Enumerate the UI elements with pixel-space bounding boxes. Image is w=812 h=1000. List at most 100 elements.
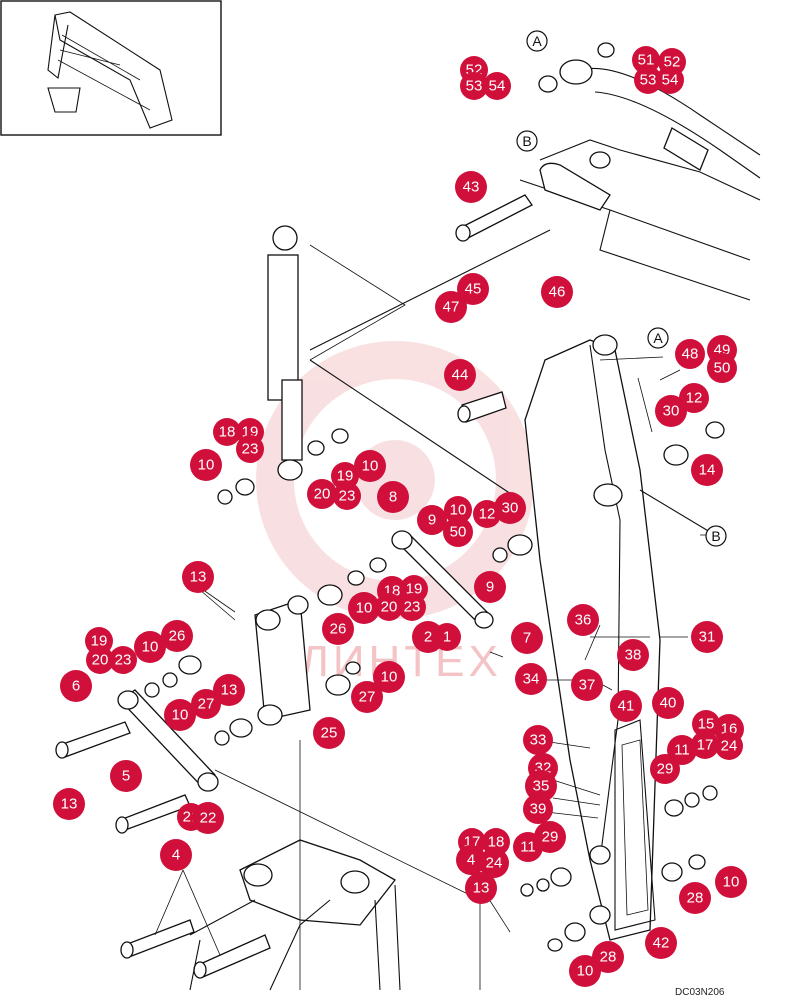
svg-text:23: 23 (115, 652, 132, 669)
svg-text:11: 11 (674, 742, 690, 759)
svg-text:40: 40 (660, 695, 677, 712)
svg-text:28: 28 (600, 949, 617, 966)
part-badge: 22 (192, 802, 224, 834)
svg-text:38: 38 (625, 647, 642, 664)
part-badge: 10 (373, 661, 405, 693)
svg-text:B: B (522, 133, 531, 149)
part-badge: 10 (444, 496, 472, 524)
svg-text:54: 54 (489, 78, 506, 95)
svg-text:10: 10 (723, 874, 740, 891)
part-badge: 28 (592, 941, 624, 973)
part-badge: 46 (541, 276, 573, 308)
svg-text:9: 9 (428, 512, 436, 529)
svg-text:53: 53 (466, 78, 483, 95)
part-badge: 50 (443, 517, 473, 547)
part-badge: 27 (191, 689, 221, 719)
part-badge: 53 (634, 66, 662, 94)
svg-text:53: 53 (640, 72, 657, 89)
svg-text:10: 10 (198, 457, 215, 474)
part-badge: 13 (213, 674, 245, 706)
part-badge: 9 (417, 505, 447, 535)
leader-lines (154, 356, 706, 956)
part-badge: 23 (398, 593, 426, 621)
arm-stick (524, 334, 716, 941)
part-badge: 14 (691, 454, 723, 486)
part-badge: 10 (164, 699, 196, 731)
part-badge: 10 (715, 866, 747, 898)
bucket-cylinder (267, 225, 406, 481)
svg-text:23: 23 (404, 599, 421, 616)
svg-text:10: 10 (381, 669, 398, 686)
svg-text:8: 8 (389, 489, 397, 506)
part-badge: 48 (675, 339, 705, 369)
svg-text:18: 18 (488, 834, 505, 851)
svg-text:10: 10 (577, 963, 594, 980)
part-badge: 23 (333, 482, 361, 510)
svg-text:41: 41 (618, 698, 635, 715)
svg-text:50: 50 (450, 524, 467, 541)
svg-text:43: 43 (463, 179, 480, 196)
part-badge: 44 (444, 359, 476, 391)
svg-text:47: 47 (443, 299, 460, 316)
svg-text:5: 5 (122, 768, 130, 785)
svg-text:13: 13 (473, 880, 490, 897)
svg-text:44: 44 (452, 367, 469, 384)
part-badge: 47 (435, 291, 467, 323)
svg-text:28: 28 (687, 890, 704, 907)
svg-text:20: 20 (92, 652, 109, 669)
svg-text:13: 13 (190, 569, 207, 586)
svg-text:36: 36 (575, 612, 592, 629)
svg-text:24: 24 (486, 855, 503, 872)
svg-text:22: 22 (200, 810, 217, 827)
part-badge: 26 (161, 620, 193, 652)
svg-text:45: 45 (465, 281, 482, 298)
svg-text:26: 26 (169, 628, 186, 645)
svg-text:12: 12 (479, 506, 496, 523)
part-badge: 34 (515, 663, 547, 695)
part-badge: 13 (53, 788, 85, 820)
part-badge: 20 (307, 479, 337, 509)
svg-text:7: 7 (523, 630, 531, 647)
svg-text:A: A (653, 330, 663, 346)
hardware (55, 42, 725, 979)
svg-text:48: 48 (682, 346, 699, 363)
callout-B-top: B (516, 130, 538, 152)
svg-text:37: 37 (579, 677, 596, 694)
part-badge: 10 (348, 592, 380, 624)
svg-text:2: 2 (424, 629, 432, 646)
svg-text:51: 51 (638, 52, 655, 69)
part-badge: 5 (110, 760, 142, 792)
part-badge: 30 (655, 395, 687, 427)
part-badge: 20 (375, 593, 403, 621)
svg-text:54: 54 (662, 72, 679, 89)
svg-text:20: 20 (314, 486, 331, 503)
part-badge: 18 (213, 418, 241, 446)
links (117, 530, 494, 792)
part-badge: 54 (483, 72, 511, 100)
svg-text:33: 33 (530, 732, 547, 749)
svg-text:30: 30 (502, 500, 519, 517)
svg-text:10: 10 (142, 639, 159, 656)
svg-text:10: 10 (172, 707, 189, 724)
svg-text:46: 46 (549, 284, 566, 301)
part-badge: 36 (567, 604, 599, 636)
svg-text:24: 24 (721, 738, 738, 755)
watermark-gear (256, 341, 534, 619)
part-badge: 50 (707, 353, 737, 383)
part-badge: 37 (571, 669, 603, 701)
part-badge: 1 (433, 623, 461, 651)
callout-A-top: A (526, 30, 548, 52)
svg-text:10: 10 (356, 600, 373, 617)
part-badge: 10 (354, 450, 386, 482)
svg-text:1: 1 (443, 629, 451, 646)
part-badge: 20 (86, 646, 114, 674)
part-badge: 10 (190, 449, 222, 481)
svg-text:9: 9 (486, 579, 494, 596)
svg-text:17: 17 (697, 737, 714, 754)
part-badge: 23 (236, 435, 264, 463)
svg-text:31: 31 (699, 629, 716, 646)
part-badge: 53 (460, 72, 488, 100)
part-badge: 28 (679, 882, 711, 914)
part-badge: 12 (473, 500, 501, 528)
